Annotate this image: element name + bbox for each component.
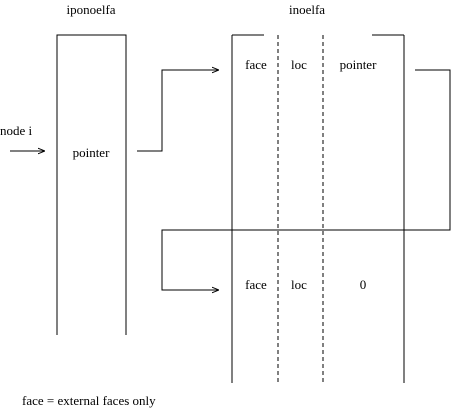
row1-loc-label: loc: [291, 57, 307, 72]
row2-pointer-value: 0: [360, 277, 367, 292]
left-array-pointer-label: pointer: [73, 145, 110, 160]
left-array-box: [56, 34, 127, 335]
node-label: node i: [0, 123, 33, 138]
pointer-to-row1-arrow: [137, 70, 219, 152]
row2-face-label: face: [245, 277, 267, 292]
row1-to-row2-arrow: [161, 69, 451, 290]
footnote: face = external faces only: [22, 393, 156, 408]
row2-loc-label: loc: [291, 277, 307, 292]
row1-pointer-label: pointer: [340, 57, 377, 72]
right-array-title: inoelfa: [289, 2, 325, 17]
left-array-title: iponoelfa: [66, 2, 115, 17]
row1-face-label: face: [245, 57, 267, 72]
